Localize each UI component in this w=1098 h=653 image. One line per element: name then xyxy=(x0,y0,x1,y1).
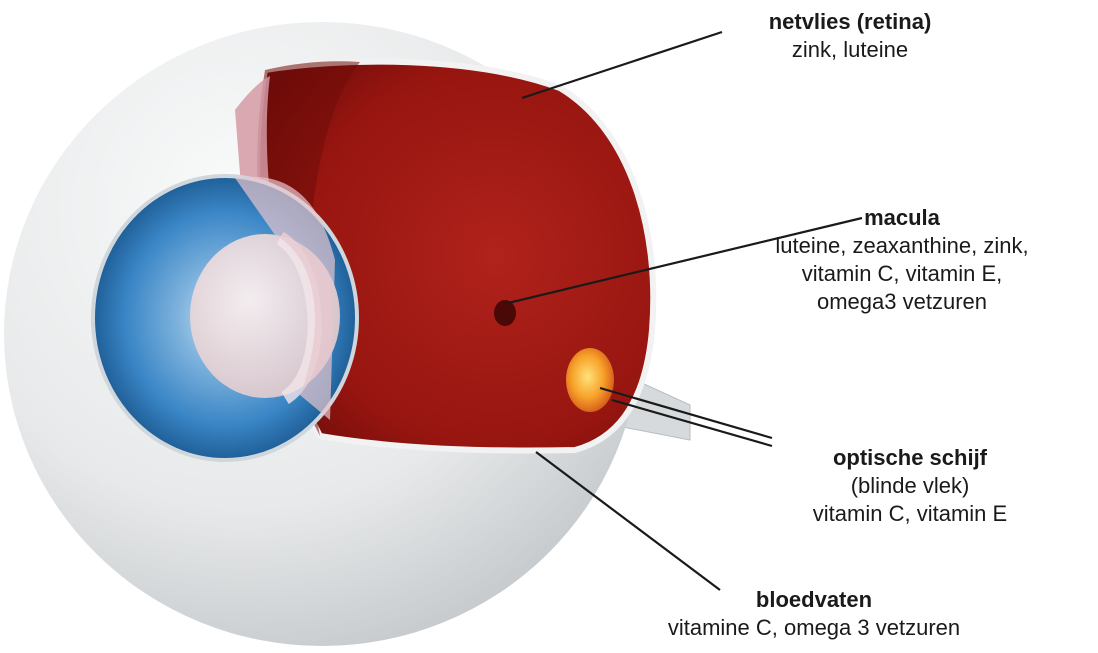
macula-spot xyxy=(494,300,516,326)
label-blood-vessels-line-1: vitamine C, omega 3 vetzuren xyxy=(584,614,1044,642)
label-macula: macula luteine, zeaxanthine, zink, vitam… xyxy=(722,204,1082,317)
label-optic-disc: optische schijf (blinde vlek) vitamin C,… xyxy=(760,444,1060,528)
label-optic-disc-line-1: (blinde vlek) xyxy=(760,472,1060,500)
label-macula-title: macula xyxy=(722,204,1082,232)
label-optic-disc-line-2: vitamin C, vitamin E xyxy=(760,500,1060,528)
label-blood-vessels: bloedvaten vitamine C, omega 3 vetzuren xyxy=(584,586,1044,642)
label-blood-vessels-title: bloedvaten xyxy=(584,586,1044,614)
label-macula-line-2: vitamin C, vitamin E, xyxy=(722,260,1082,288)
label-optic-disc-title: optische schijf xyxy=(760,444,1060,472)
label-retina-line-1: zink, luteine xyxy=(700,36,1000,64)
label-macula-line-3: omega3 vetzuren xyxy=(722,288,1082,316)
optic-disc-spot xyxy=(566,348,614,412)
leader-line-retina xyxy=(522,32,722,98)
label-macula-line-1: luteine, zeaxanthine, zink, xyxy=(722,232,1082,260)
label-retina: netvlies (retina) zink, luteine xyxy=(700,8,1000,64)
label-retina-title: netvlies (retina) xyxy=(700,8,1000,36)
